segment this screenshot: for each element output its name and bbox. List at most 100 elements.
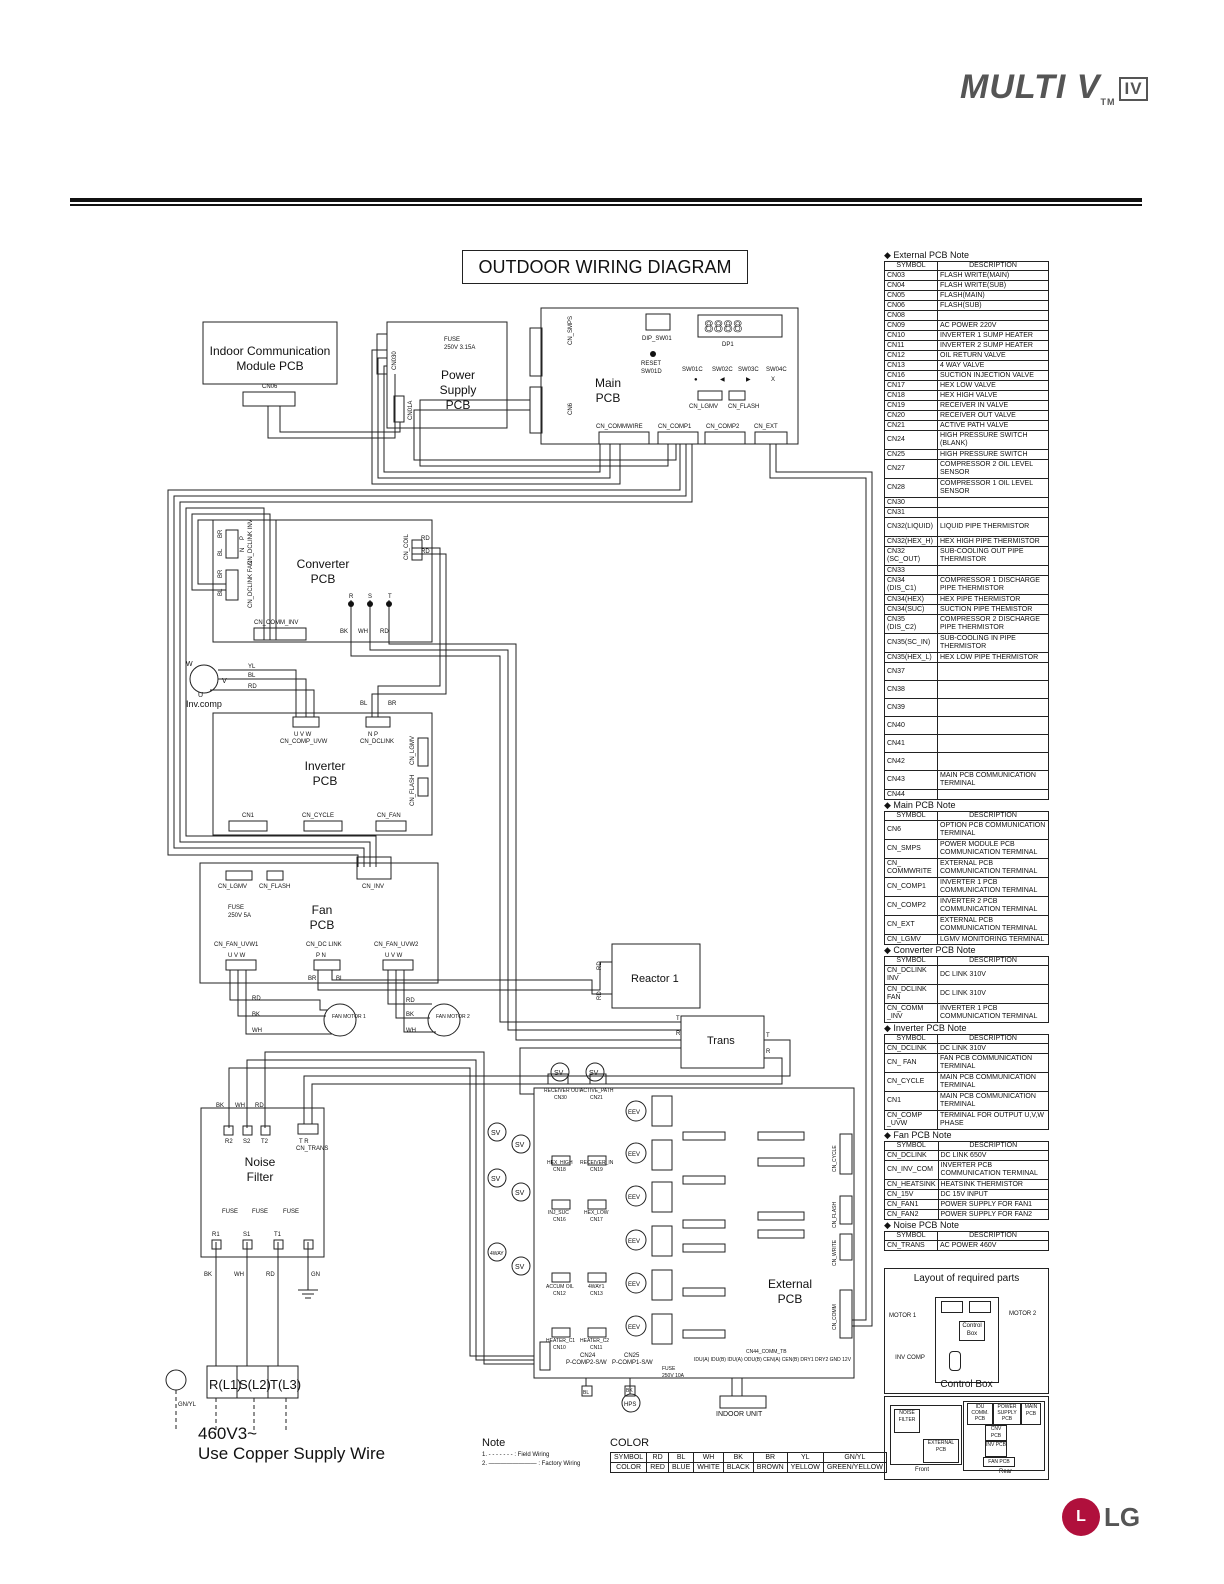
note-description-cell: FLASH WRITE(MAIN) — [937, 270, 1049, 281]
note-description-cell: POWER MODULE PCB COMMUNICATION TERMINAL — [937, 839, 1049, 859]
layout-motor1: MOTOR 1 — [889, 1313, 917, 1319]
power-cn030: CN030 — [392, 351, 398, 370]
note-description-cell: INVERTER 1 PCB COMMUNICATION TERMINAL — [937, 877, 1049, 897]
note-symbol-cell: CN42 — [884, 752, 938, 771]
note-description-cell: ACTIVE PATH VALVE — [937, 420, 1049, 431]
layout-front: Front — [915, 1467, 930, 1473]
external-sv-2: SV — [589, 1070, 599, 1077]
diagram-title: OUTDOOR WIRING DIAGRAM — [462, 250, 748, 284]
note-description-cell: EXTERNAL PCB COMMUNICATION TERMINAL — [937, 915, 1049, 935]
external-eev-2: EEV — [628, 1152, 640, 1158]
external-cn21: CN21 — [590, 1095, 603, 1101]
converter-t: T — [388, 594, 392, 600]
fan-fuse-label: FUSE — [228, 905, 244, 911]
external-sv-6: SV — [515, 1190, 525, 1197]
layout-parts-title: Layout of required parts — [913, 1273, 1020, 1284]
external-eev-5: EEV — [628, 1282, 640, 1288]
main-cn-commwire: CN_COMMWIRE — [596, 424, 643, 430]
desc-header: DESCRIPTION — [937, 1034, 1049, 1044]
note-description-cell — [937, 565, 1049, 576]
note-description-cell: INVERTER 1 SUMP HEATER — [937, 330, 1049, 341]
note-description-cell: SUB-COOLING OUT PIPE THERMISTOR — [937, 546, 1049, 566]
fan-wh-2: WH — [406, 1028, 416, 1034]
external-heater-c2: HEATER_C2 — [580, 1338, 609, 1344]
note-symbol-cell: CN_15V — [884, 1189, 939, 1200]
noise-fuse-3: FUSE — [283, 1209, 299, 1215]
note-symbol-cell: CN_COMP _UVW — [884, 1110, 938, 1130]
supply-t-l3: T(L3) — [270, 1377, 301, 1392]
layout-inv-pcb: INV PCB — [985, 1441, 1007, 1457]
brand-tm: TM — [1100, 97, 1116, 107]
external-active-path: ACTIVE_PATH — [580, 1088, 614, 1094]
external-p-comp2: P-COMP2-S/W — [566, 1360, 607, 1366]
note-symbol-cell: CN_CYCLE — [884, 1072, 938, 1092]
inverter-np: N P — [368, 732, 378, 738]
color-symbol-header: SYMBOL — [609, 1452, 648, 1463]
inverter-cn1: CN1 — [242, 813, 255, 819]
note-description-cell: HEX HIGH PIPE THERMISTOR — [937, 536, 1049, 547]
note-row: CN35(SC_IN)SUB-COOLING IN PIPE THERMISTO… — [884, 633, 1049, 653]
fan-cn-flash: CN_FLASH — [259, 884, 290, 890]
note-symbol-cell: CN43 — [884, 770, 938, 790]
external-sv-7: SV — [515, 1264, 525, 1271]
trans-label: Trans — [707, 1035, 735, 1047]
symbol-header: SYMBOL — [884, 956, 938, 966]
external-4way1: 4WAY1 — [588, 1284, 605, 1290]
noise-filter-box — [200, 1107, 325, 1258]
external-eev-1: EEV — [628, 1110, 640, 1116]
layout-noise-filter: NOISE FILTER — [894, 1409, 920, 1433]
note-symbol-cell: CN37 — [884, 662, 938, 681]
external-receiver-in: RECEIVER_IN — [580, 1160, 614, 1166]
note-symbol-cell: CN_COMP1 — [884, 877, 938, 897]
note-title: Note — [482, 1437, 506, 1449]
desc-header: DESCRIPTION — [937, 1141, 1049, 1151]
main-note-title: ◆ Main PCB Note — [884, 800, 956, 810]
note-symbol-cell: CN21 — [884, 420, 938, 431]
note-row: CN34 (DIS_C1)COMPRESSOR 1 DISCHARGE PIPE… — [884, 575, 1049, 595]
note-description-cell: HEX PIPE THERMISTOR — [937, 594, 1049, 605]
power-title-2: Supply — [440, 383, 477, 397]
note-description-cell: INVERTER PCB COMMUNICATION TERMINAL — [937, 1160, 1049, 1180]
layout-control-box: Control Box — [940, 1379, 993, 1390]
inv-comp-yl: YL — [248, 664, 256, 670]
desc-header: DESCRIPTION — [937, 1231, 1049, 1241]
note-description-cell — [937, 716, 1049, 735]
indoor-comm-title: Indoor Communication — [210, 344, 331, 358]
color-name-header: COLOR — [609, 1462, 648, 1473]
converter-rd-1: RD — [421, 536, 430, 542]
note-symbol-cell: CN35(HEX_L) — [884, 652, 938, 663]
converter-rd-2: RD — [421, 549, 430, 555]
note-row: CN39 — [884, 698, 1049, 717]
note-symbol-cell: CN09 — [884, 320, 938, 331]
note-row: CN37 — [884, 662, 1049, 681]
color-legend-table: SYMBOL RD BL WH BK BR YL GN/YL COLOR RED… — [609, 1452, 887, 1473]
noise-t1: T1 — [274, 1232, 282, 1238]
inv-comp-v: V — [222, 678, 227, 685]
note-symbol-cell: CN12 — [884, 350, 938, 361]
fan-cn-lgmv: CN_LGMV — [218, 884, 247, 890]
converter-bl-1: BL — [218, 548, 224, 556]
color-symbol-cell: YL — [786, 1452, 824, 1463]
note-symbol-cell: CN_DCLINK INV — [884, 965, 938, 985]
layout-parts-panel: Layout of required parts MOTOR 1 MOTOR 2… — [884, 1268, 1049, 1394]
note-symbol-cell: CN_FAN2 — [884, 1209, 939, 1220]
color-symbol-cell: WH — [693, 1452, 724, 1463]
inverter-bl: BL — [360, 701, 368, 707]
note-symbol-cell: CN35 (DIS_C2) — [884, 614, 938, 634]
